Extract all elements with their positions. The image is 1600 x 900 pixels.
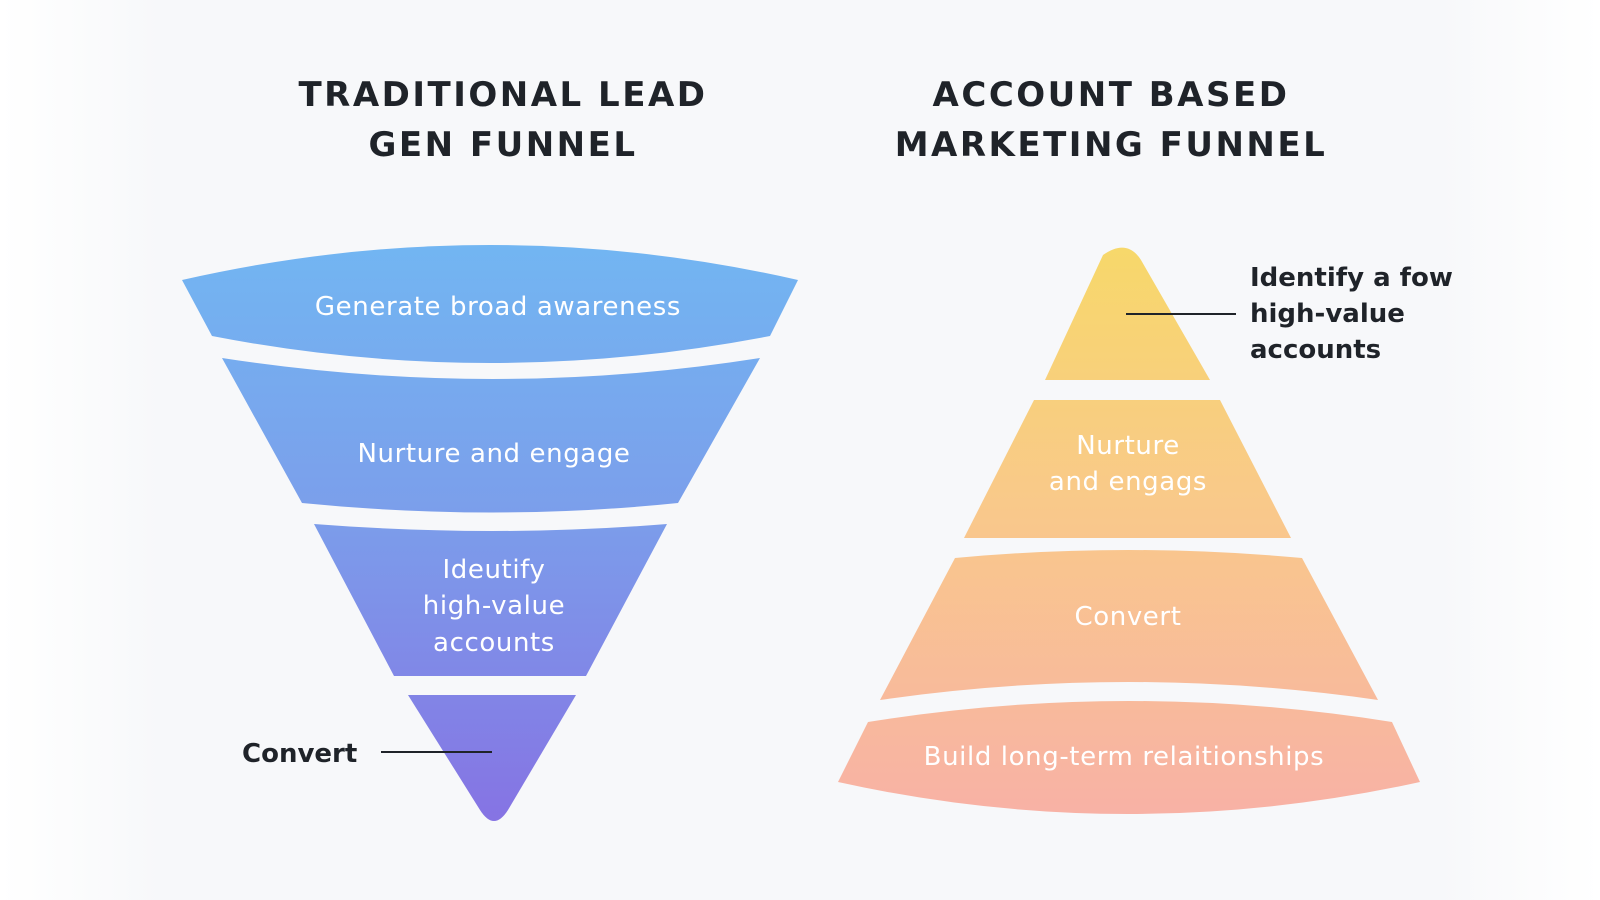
left-callout-convert: Convert bbox=[242, 739, 357, 769]
left-segment-identify-label-2: high-value bbox=[423, 591, 565, 621]
left-segment-awareness-label: Generate broad awareness bbox=[315, 292, 681, 322]
left-segment-identify bbox=[314, 524, 667, 676]
left-segment-identify-label-1: Ideutify bbox=[443, 555, 546, 585]
right-title-line-1: ACCOUNT BASED bbox=[932, 75, 1290, 115]
right-segment-relationships-label: Build long-term relaitionships bbox=[924, 742, 1325, 772]
left-title-line-2: GEN FUNNEL bbox=[368, 125, 638, 165]
right-segment-nurture-label-2: and engags bbox=[1049, 467, 1207, 497]
right-title-line-2: MARKETING FUNNEL bbox=[894, 125, 1328, 165]
right-segment-relationships bbox=[838, 701, 1420, 814]
left-funnel-title: TRADITIONAL LEAD GEN FUNNEL bbox=[243, 70, 763, 170]
right-segment-convert bbox=[880, 550, 1378, 700]
left-segment-convert bbox=[408, 695, 576, 821]
left-title-line-1: TRADITIONAL LEAD bbox=[298, 75, 708, 115]
left-segment-nurture-label: Nurture and engage bbox=[357, 439, 630, 469]
left-segment-awareness bbox=[182, 245, 798, 363]
left-segment-nurture bbox=[222, 358, 760, 513]
right-funnel-title: ACCOUNT BASED MARKETING FUNNEL bbox=[851, 70, 1371, 170]
right-callout-line-3: accounts bbox=[1250, 335, 1381, 365]
right-callout-line-1: Identify a fow bbox=[1250, 263, 1453, 293]
right-callout-line-2: high-value bbox=[1250, 299, 1405, 329]
right-segment-convert-label: Convert bbox=[1074, 602, 1181, 632]
right-funnel: Nurture and engags Convert Build long-te… bbox=[838, 247, 1453, 814]
right-segment-nurture-label-1: Nurture bbox=[1076, 431, 1180, 461]
left-segment-identify-label-3: accounts bbox=[433, 628, 555, 658]
left-funnel: Generate broad awareness Nurture and eng… bbox=[182, 245, 798, 821]
right-segment-nurture bbox=[964, 400, 1291, 538]
